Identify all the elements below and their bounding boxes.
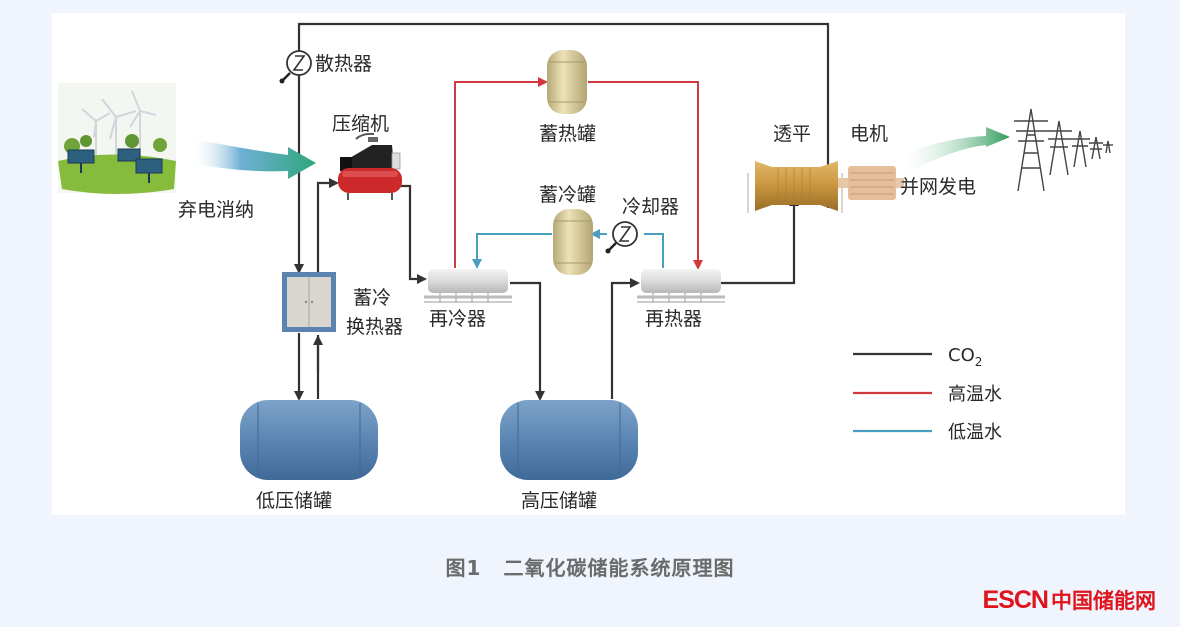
cold-tank-label: 蓄冷罐 (539, 184, 596, 206)
figure-panel: 散热器 弃电消纳 压缩机 蓄热罐 蓄冷罐 (52, 13, 1125, 515)
cold-water-line-reheater-to-cooler (644, 233, 664, 268)
radiator-label: 散热器 (315, 53, 372, 75)
co2-line-coldhx-to-compressor (316, 178, 339, 272)
cold-tank-icon (553, 209, 593, 275)
compressor-label: 压缩机 (332, 113, 389, 135)
legend-label-cold-water: 低温水 (948, 422, 1002, 443)
power-tower-icons (1014, 108, 1113, 192)
cold-water-lines (472, 229, 664, 269)
hot-water-line-heattank-to-reheater (588, 81, 703, 270)
figure-title: 二氧化碳储能系统原理图 (503, 556, 735, 580)
co2-flow-lines (294, 22, 830, 401)
legend-item-co2: CO2 (853, 345, 982, 369)
legend-item-cold-water: 低温水 (853, 422, 1002, 443)
co2-line-hightank-to-reheater (610, 278, 640, 399)
renewables-input-arrow (190, 138, 316, 179)
power-tower-1 (1014, 108, 1048, 192)
watermark-latin: ESCN (982, 586, 1049, 614)
co2-line-recooler-to-hightank (510, 281, 545, 401)
high-pressure-tank-icon (500, 400, 638, 480)
motor-label: 电机 (850, 123, 888, 145)
cold-hx-label-line2: 换热器 (346, 316, 403, 338)
co2-storage-diagram: 散热器 弃电消纳 压缩机 蓄热罐 蓄冷罐 (58, 22, 1113, 512)
renewables-scene (58, 83, 176, 194)
grid-output-arrow (904, 127, 1010, 173)
co2-line-turbine-to-radiator (294, 22, 830, 274)
cold-water-line-coldtank-to-recooler (472, 233, 552, 269)
heat-tank-label: 蓄热罐 (539, 123, 596, 145)
power-tower-5 (1103, 140, 1113, 154)
reheater-icon (637, 269, 725, 303)
cold-heat-exchanger-icon (282, 272, 336, 332)
power-tower-3 (1070, 130, 1090, 168)
co2-line-reheater-to-turbine (721, 196, 799, 285)
recooler-label: 再冷器 (429, 308, 486, 330)
figure-caption: 图1 二氧化碳储能系统原理图 (0, 552, 1180, 581)
hot-water-lines (454, 77, 703, 270)
compressor-icon (338, 132, 402, 200)
legend-item-hot-water: 高温水 (853, 384, 1002, 405)
power-tower-4 (1089, 136, 1103, 160)
power-tower-2 (1046, 120, 1072, 176)
hot-water-line-recooler-to-heattank (454, 77, 548, 268)
radiator-icon (279, 50, 312, 84)
grid-label: 并网发电 (900, 176, 976, 198)
reheater-label: 再热器 (645, 308, 702, 330)
legend-label-co2: CO2 (948, 345, 982, 369)
watermark-cn: 中国储能网 (1051, 589, 1156, 613)
low-pressure-tank-label: 低压储罐 (256, 490, 332, 512)
legend-label-hot-water: 高温水 (948, 384, 1002, 405)
legend: CO2 高温水 低温水 (853, 345, 1002, 443)
cold-hx-label-line1: 蓄冷 (353, 287, 391, 309)
high-pressure-tank-label: 高压储罐 (521, 490, 597, 512)
co2-line-compressor-to-recooler (400, 184, 427, 284)
figure-number: 图1 (445, 556, 482, 580)
renewables-label: 弃电消纳 (178, 199, 254, 221)
recooler-icon (424, 269, 512, 303)
low-pressure-tank-icon (240, 400, 378, 480)
heat-tank-icon (547, 50, 587, 114)
motor-icon (838, 166, 904, 200)
cooler-label: 冷却器 (622, 196, 679, 218)
cooler-icon (605, 221, 638, 254)
turbine-label: 透平 (773, 123, 811, 145)
